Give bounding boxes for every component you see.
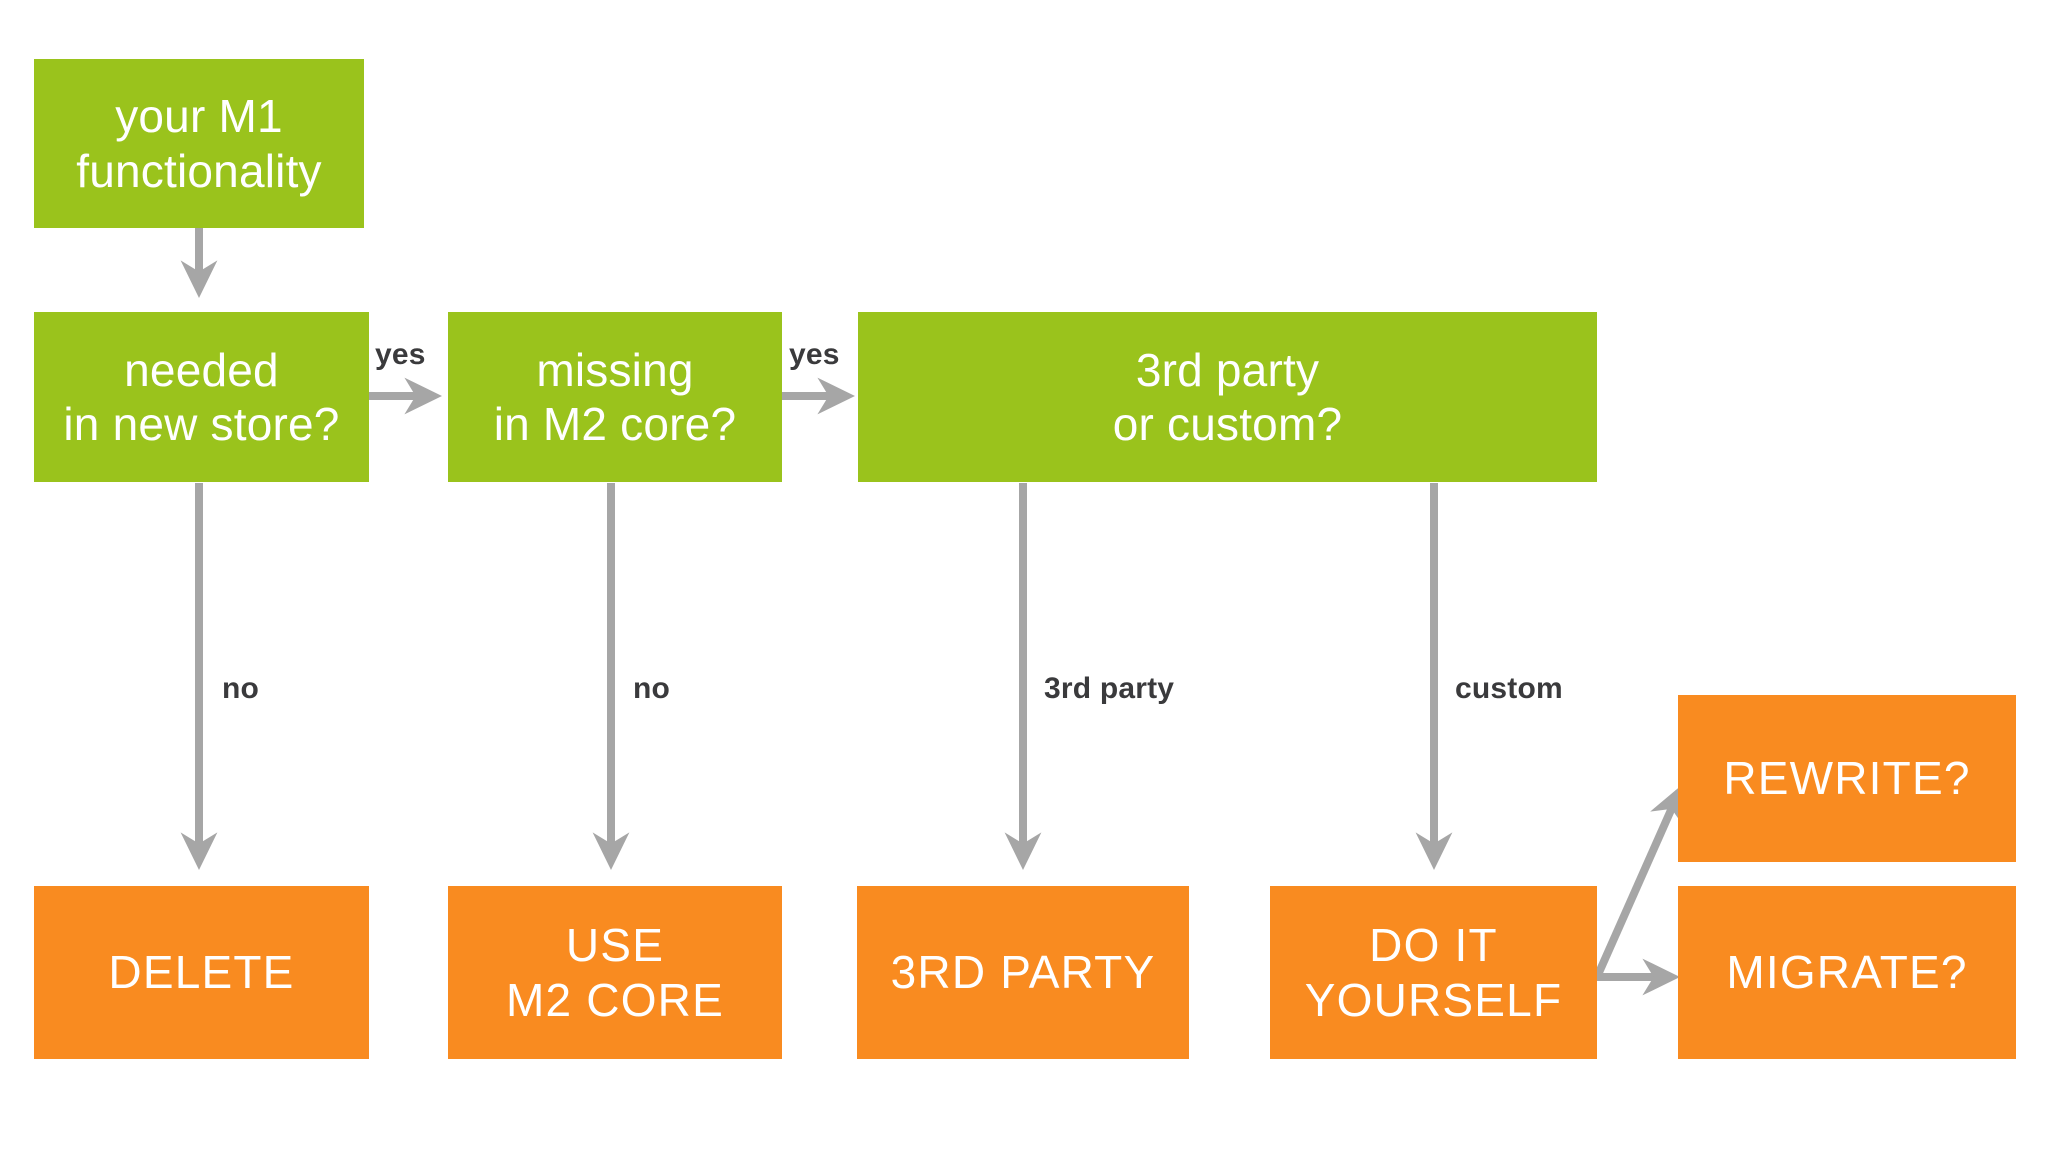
node-your-m1-functionality[interactable]: your M1 functionality — [34, 59, 364, 228]
node-3rd-party-or-custom[interactable]: 3rd party or custom? — [858, 312, 1597, 482]
edge-label-no-needed-delete: no — [222, 672, 260, 705]
node-3rd-party[interactable]: 3RD PARTY — [857, 886, 1189, 1059]
node-needed-in-new-store[interactable]: needed in new store? — [34, 312, 369, 482]
node-missing-in-m2-core[interactable]: missing in M2 core? — [448, 312, 782, 482]
node-rewrite[interactable]: REWRITE? — [1678, 695, 2016, 862]
node-delete[interactable]: DELETE — [34, 886, 369, 1059]
node-do-it-yourself[interactable]: DO IT YOURSELF — [1270, 886, 1597, 1059]
edge-diy-to-rewrite — [1593, 784, 1684, 979]
edge-label-yes-needed-missing: yes — [375, 338, 426, 371]
edge-label-3rd-party: 3rd party — [1044, 672, 1175, 705]
node-use-m2-core[interactable]: USE M2 CORE — [448, 886, 782, 1059]
edge-label-yes-missing-thirdparty: yes — [789, 338, 840, 371]
edge-label-no-missing-usecore: no — [633, 672, 671, 705]
node-migrate[interactable]: MIGRATE? — [1678, 886, 2016, 1059]
edge-label-custom: custom — [1455, 672, 1563, 705]
